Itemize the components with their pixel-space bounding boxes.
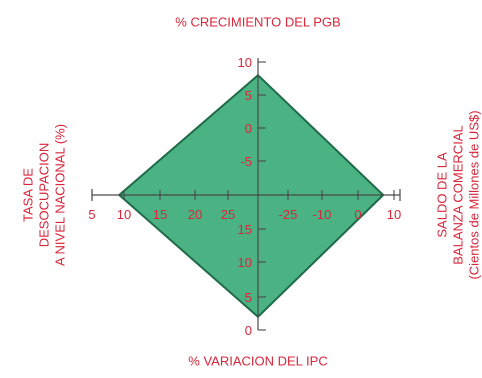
ticks-layer: 10 5 0 -5 15 10 5 0 5 10 15 20 25 -25 -10 0 10 [88,55,401,338]
left-axis-tick-label: 15 [153,207,167,222]
bottom-axis-tick-label: 15 [238,222,252,237]
left-axis-tick-label: 5 [88,207,95,222]
left-axis-tick-label: 20 [188,207,202,222]
data-area-polygon [117,73,385,319]
right-axis-tick-label: 0 [354,207,361,222]
top-axis-label-group: % CRECIMIENTO DEL PGB [175,15,340,30]
right-axis-tick-label: -10 [313,207,332,222]
right-axis-tick-label: -25 [279,207,298,222]
bottom-axis-tick-label: 0 [245,323,252,338]
right-axis-tick-label: 10 [387,207,401,222]
top-axis-tick-label: 5 [245,88,252,103]
axis-labels-layer: % CRECIMIENTO DEL PGB % VARIACION DEL IPC… [21,15,482,369]
right-axis-label-line: SALDO DE LA [435,152,450,238]
left-axis-tick-label: 25 [221,207,235,222]
bottom-axis-label-group: % VARIACION DEL IPC [188,354,327,369]
left-axis-label-line: DESOCUPACION [37,143,52,248]
top-axis-tick-label: -5 [240,154,252,169]
left-axis-label-line: TASA DE [21,168,36,222]
right-axis-label-line: (Cientos de Millones de US$) [467,110,482,279]
left-axis-label-line: A NIVEL NACIONAL (%) [53,124,68,266]
left-axis-tick-label: 10 [117,207,131,222]
top-axis-tick-label: 10 [238,55,252,70]
bottom-axis-tick-label: 5 [245,290,252,305]
top-axis-tick-label: 0 [245,121,252,136]
top-axis-label-line: % CRECIMIENTO DEL PGB [175,15,340,30]
right-axis-label-line: BALANZA COMERCIAL [451,125,466,264]
bottom-axis-label-line: % VARIACION DEL IPC [188,354,327,369]
bottom-axis-tick-label: 10 [238,255,252,270]
